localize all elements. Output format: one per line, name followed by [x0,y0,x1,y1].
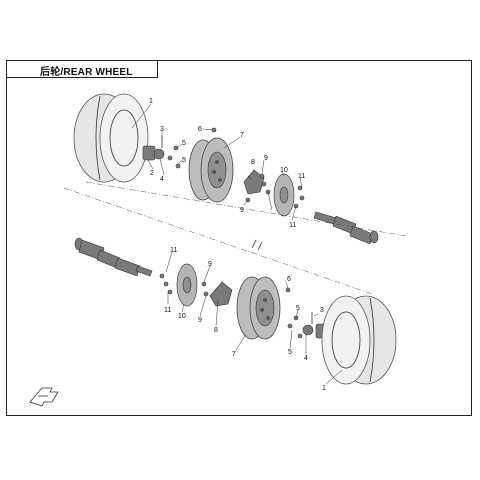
callout-7-bottom: 7 [232,351,236,358]
callout-5-top-b: 5 [182,157,186,164]
callout-9-bottom-b: 9 [198,317,202,324]
callout-2-top: 2 [150,170,154,177]
callout-10-top: 10 [280,167,288,174]
callout-5-bottom-b: 5 [288,349,292,356]
callout-6-top: 6 [198,126,202,133]
callout-8-top: 8 [251,159,255,166]
callout-8-bottom: 8 [214,327,218,334]
callout-10-bottom: 10 [178,313,186,320]
title-box [6,60,158,78]
callout-5-bottom-a: 5 [296,305,300,312]
callout-11-top-b: 11 [289,222,296,229]
diagram-frame [6,60,472,416]
callout-1-top: 1 [149,98,153,105]
callout-5-top-a: 5 [182,140,186,147]
callout-4-top: 4 [160,176,164,183]
bottom-brake-parts [159,263,233,307]
leader-lines [131,103,343,385]
direction-arrow-icon [29,387,59,407]
callout-3-top: 3 [160,126,164,133]
callout-9-top-b: 9 [240,207,244,214]
top-drive-shaft [313,211,379,245]
callout-11-bottom-a: 11 [170,247,177,254]
callout-1-bottom: 1 [322,385,326,392]
diagram-title: 后轮/REAR WHEEL [40,67,133,78]
bottom-tire [321,295,397,385]
callout-11-bottom-b: 11 [164,307,171,314]
callout-9-top-a: 9 [264,155,268,162]
bottom-rim [236,276,291,340]
callout-3-bottom: 3 [320,307,324,314]
top-brake-parts [243,169,305,217]
callout-9-bottom-a: 9 [208,261,212,268]
top-hub [142,136,181,169]
bottom-drive-shaft [74,237,153,277]
top-rim [188,127,234,203]
callout-7-top: 7 [240,132,244,139]
top-tire [73,93,149,183]
callout-6-bottom: 6 [287,276,291,283]
callout-4-bottom: 4 [304,355,308,362]
callout-11-top-a: 11 [298,173,305,180]
